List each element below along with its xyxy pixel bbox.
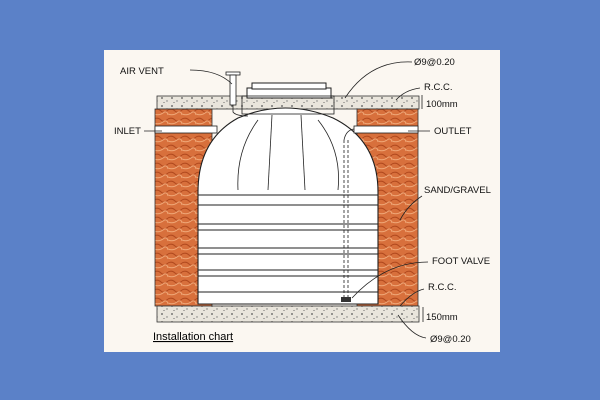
foot-valve-label: FOOT VALVE <box>432 256 490 267</box>
diagram-caption: Installation chart <box>153 331 233 343</box>
thickness-top-label: 100mm <box>426 99 458 110</box>
bottom-rcc-slab <box>156 305 420 323</box>
air-vent-label: AIR VENT <box>120 66 164 77</box>
spec-bottom-leader <box>397 314 427 339</box>
foot-valve <box>341 297 351 302</box>
inlet-pipe <box>154 125 218 134</box>
rcc-bottom-label: R.C.C. <box>428 282 457 293</box>
outlet-pipe <box>343 125 419 141</box>
spec-top-leader <box>344 61 413 99</box>
spec-top-label: Ø9@0.20 <box>414 57 455 68</box>
air-vent-leader <box>189 69 233 85</box>
thickness-bottom-label: 150mm <box>426 312 458 323</box>
outlet-label: OUTLET <box>434 126 472 137</box>
inlet-label: INLET <box>114 126 141 137</box>
air-vent-pipe <box>225 71 249 117</box>
foot-valve-leader <box>351 261 429 299</box>
spec-bottom-label: Ø9@0.20 <box>430 334 471 345</box>
sand-gravel-label: SAND/GRAVEL <box>424 185 491 196</box>
rcc-bottom-leader <box>399 288 425 307</box>
water-tank <box>197 107 379 305</box>
manhole-cover <box>241 82 335 115</box>
rcc-top-label: R.C.C. <box>424 82 453 93</box>
sand-gravel-leader <box>399 195 423 221</box>
rcc-top-leader <box>395 87 421 101</box>
suction-pipe <box>343 140 349 298</box>
